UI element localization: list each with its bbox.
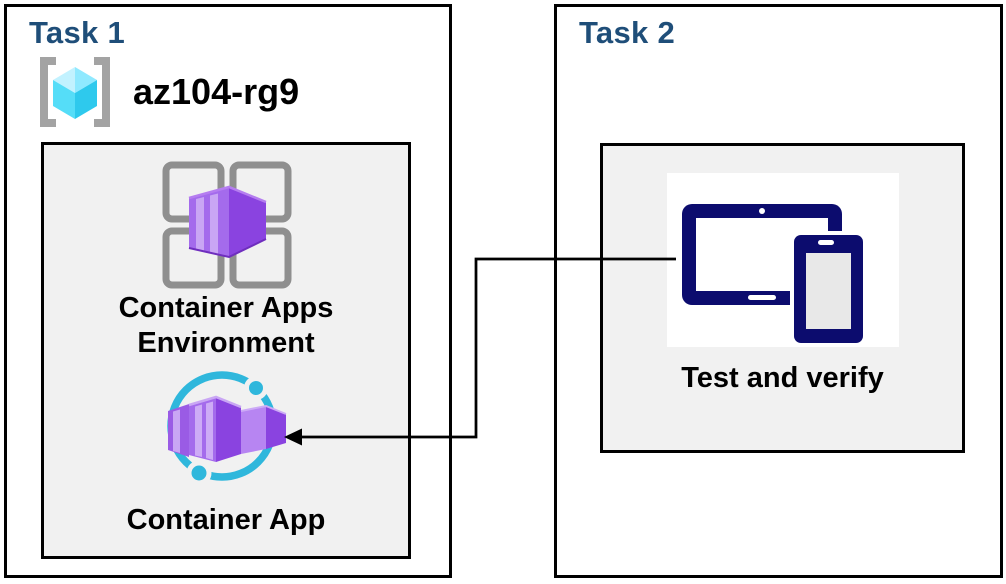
devices-icon [681, 204, 867, 347]
test-and-verify-label: Test and verify [681, 362, 884, 394]
container-app-icon [167, 371, 287, 486]
resource-group-name: az104-rg9 [133, 71, 300, 112]
container-app-label: Container App [126, 504, 326, 536]
task1-panel: Container Apps Environment Container App [41, 142, 411, 559]
task2-title: Task 2 [579, 15, 676, 50]
task1-box: Task 1 az104-rg9 [4, 4, 452, 578]
container-apps-environment-icon [162, 161, 292, 289]
devices-icon-plate [666, 173, 899, 347]
resource-group-icon [40, 57, 110, 127]
environment-label: Container Apps Environment [118, 292, 334, 359]
task2-panel: Test and verify [600, 143, 965, 453]
task2-box: Task 2 Test and verify [554, 4, 1003, 578]
resource-group: az104-rg9 [31, 53, 299, 131]
task1-title: Task 1 [29, 15, 126, 50]
